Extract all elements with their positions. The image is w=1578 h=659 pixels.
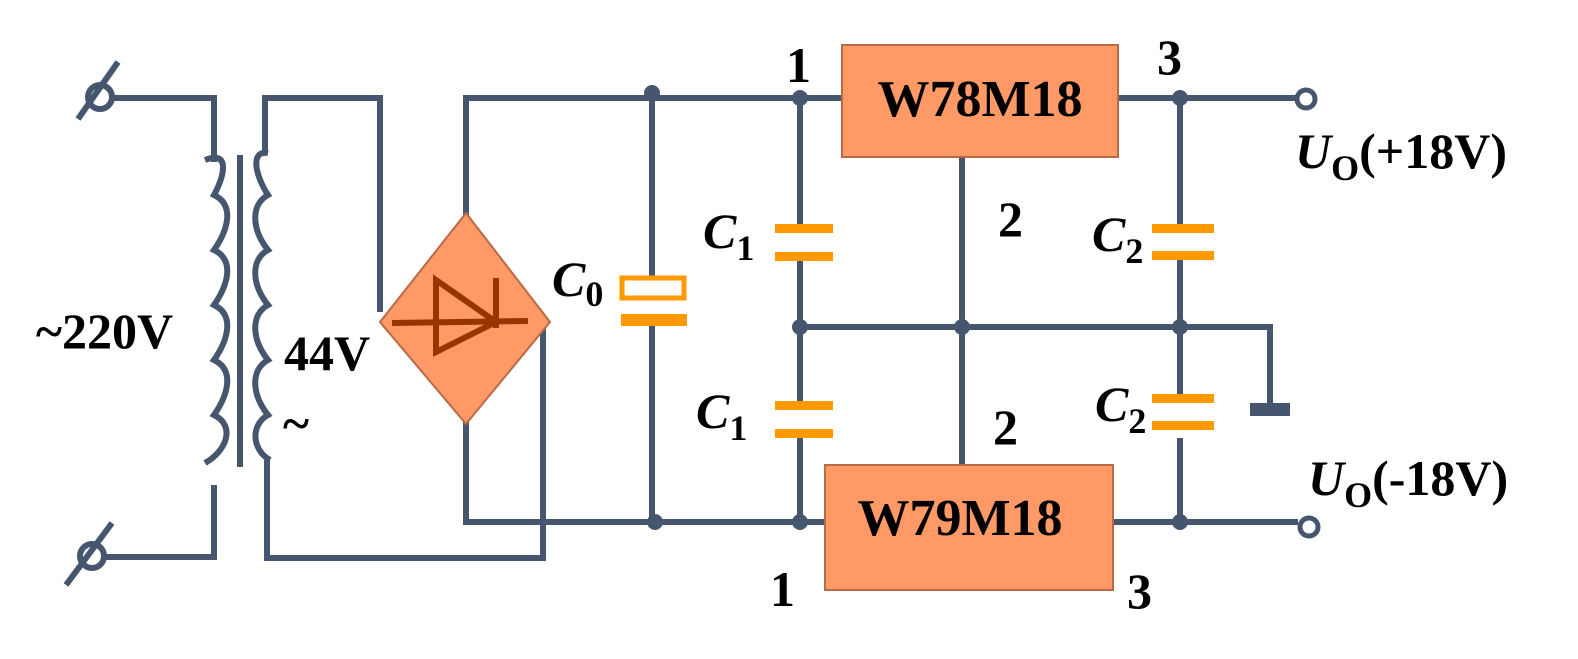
secondary-voltage-label: 44V	[284, 325, 370, 381]
regulator-w79m18: W79M18	[824, 464, 1114, 591]
capacitor-c2-top	[1152, 224, 1214, 260]
pin-pos-3: 3	[1157, 29, 1182, 85]
input-voltage-label: ~220V	[36, 303, 173, 359]
pin-pos-2: 2	[998, 191, 1023, 247]
output-terminal-neg	[1297, 515, 1321, 539]
regulator-w78m18: W78M18	[841, 44, 1119, 158]
bridge-rectifier	[378, 211, 552, 426]
c1-bottom-label: C1	[696, 383, 747, 448]
primary-coil	[203, 154, 231, 466]
pin-neg-3: 3	[1127, 563, 1152, 619]
c2-top-label: C2	[1092, 206, 1143, 271]
capacitor-c0	[619, 275, 687, 326]
pin-neg-1: 1	[770, 561, 795, 617]
input-terminal-top	[75, 60, 121, 121]
diode-icon	[391, 274, 529, 357]
wires	[104, 95, 1298, 561]
output-pos-label: UO(+18V)	[1295, 123, 1507, 188]
transformer	[203, 149, 273, 467]
junction-dots	[644, 85, 1188, 530]
c0-label: C0	[552, 251, 603, 314]
secondary-coil	[252, 149, 273, 463]
regulator-pos-label: W78M18	[877, 71, 1082, 128]
capacitor-c2-bottom	[1152, 394, 1214, 430]
secondary-ac-label: ~	[283, 395, 309, 451]
pin-pos-1: 1	[786, 37, 811, 93]
output-neg-label: UO(-18V)	[1308, 450, 1508, 515]
pin-neg-2: 2	[993, 399, 1018, 455]
capacitor-c1-top	[775, 224, 833, 261]
ground-icon	[1250, 403, 1290, 416]
regulator-neg-label: W79M18	[857, 490, 1062, 547]
c2-bottom-label: C2	[1095, 376, 1146, 441]
c1-top-label: C1	[703, 203, 754, 268]
output-terminal-pos	[1294, 87, 1318, 111]
capacitor-c1-bottom	[775, 401, 833, 438]
